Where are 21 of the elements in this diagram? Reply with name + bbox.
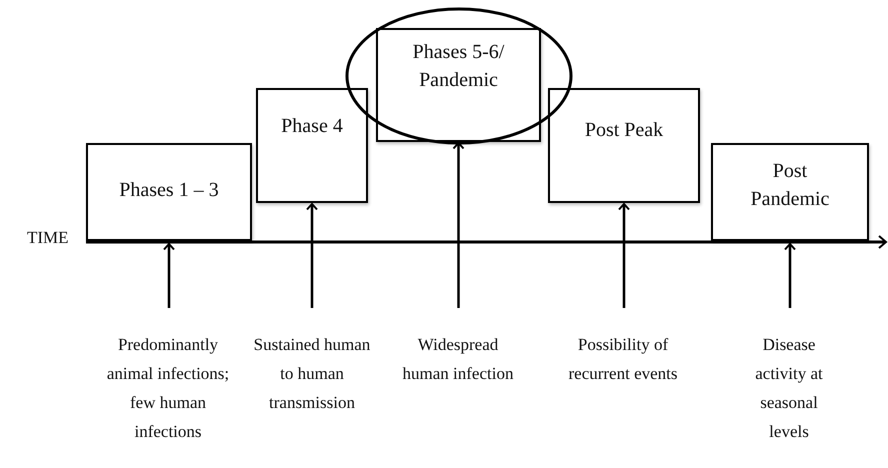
phase-label: Phases 1 – 3 <box>118 178 220 203</box>
phase-label: Post Peak <box>584 118 664 143</box>
description-text: Widespread human infection <box>402 334 514 385</box>
phase-box <box>376 28 541 142</box>
phase-box <box>711 143 869 241</box>
phase-box <box>548 88 700 203</box>
description-text: Sustained human to human transmission <box>252 334 372 414</box>
arrow <box>306 203 318 308</box>
phase-box <box>256 88 368 203</box>
phase-label: Phase 4 <box>280 114 344 139</box>
description-text: Disease activity at seasonal levels <box>754 334 824 443</box>
arrow <box>784 243 796 308</box>
phase-label: Phases 5-6/ Pandemic <box>412 40 506 93</box>
arrow <box>618 203 630 308</box>
phase-label: Post Pandemic <box>750 159 830 212</box>
arrow <box>452 142 464 308</box>
axis-label: TIME <box>27 228 69 248</box>
description-text: Predominantly animal infections; few human infections <box>106 334 230 443</box>
arrow <box>163 243 175 308</box>
description-text: Possibility of recurrent events <box>567 334 679 385</box>
phase-box <box>86 143 252 241</box>
